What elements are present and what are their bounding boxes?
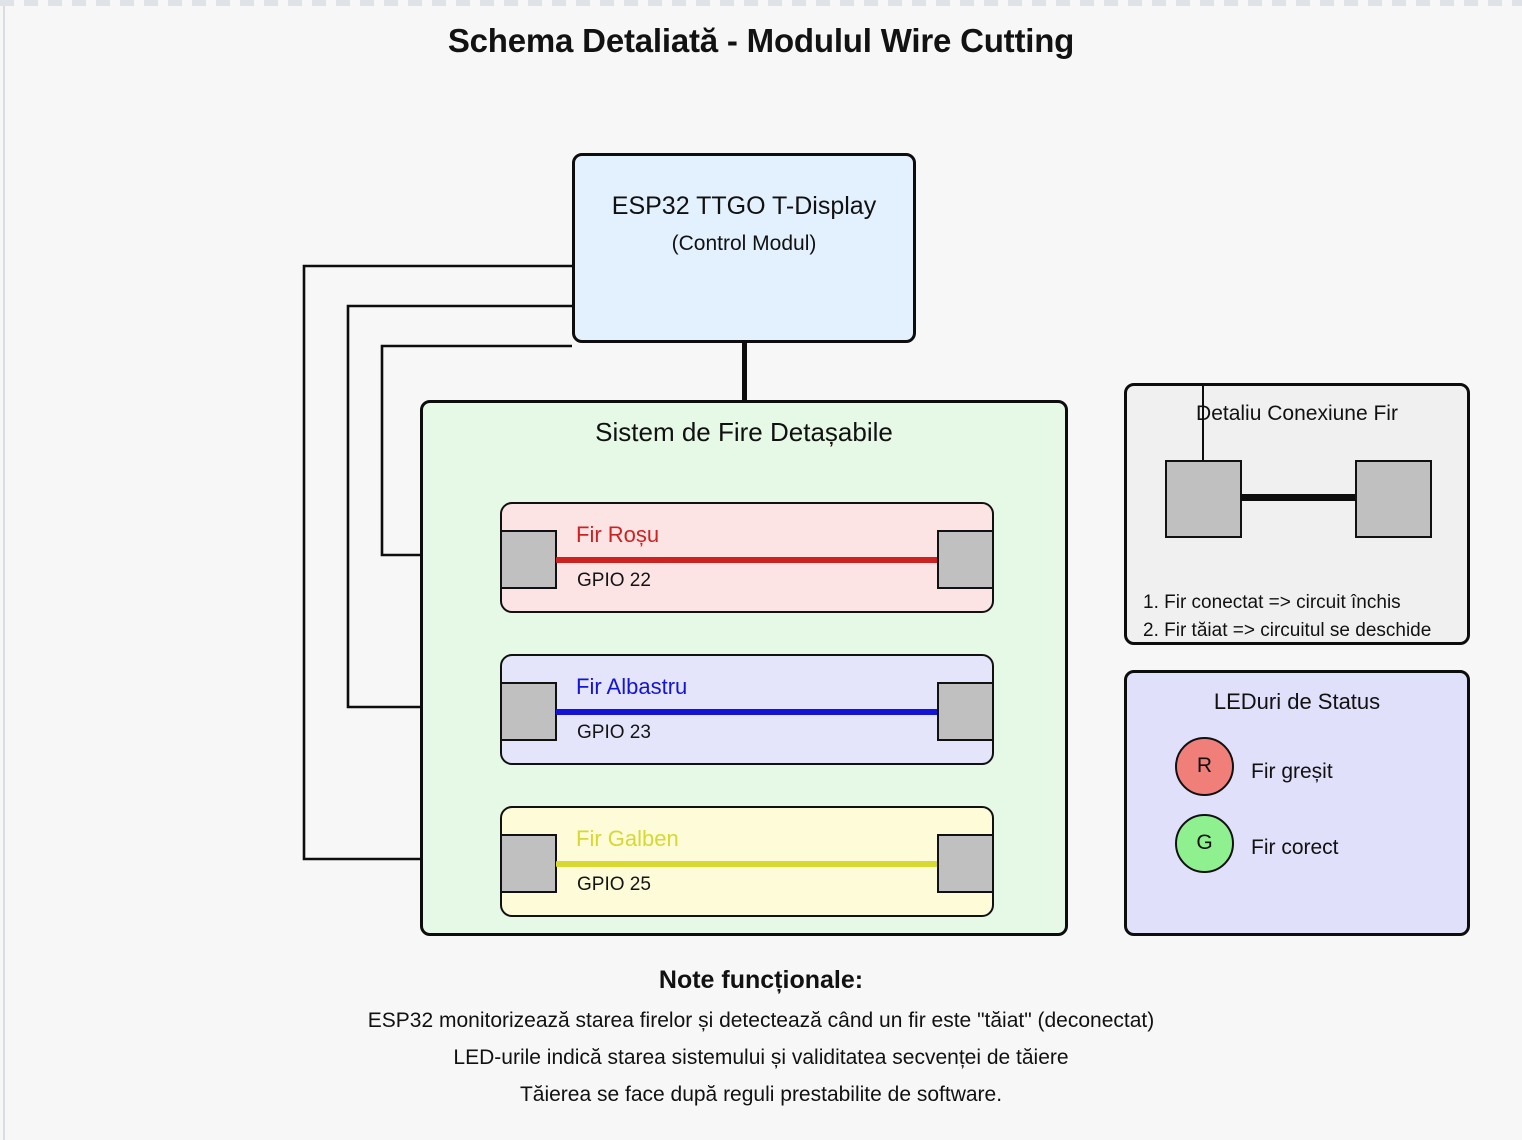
connector-right-yellow[interactable] (937, 834, 994, 893)
connector-left-red[interactable] (500, 530, 557, 589)
wire-row-red[interactable]: Fir Roșu GPIO 22 (500, 502, 994, 613)
wire-row-blue[interactable]: Fir Albastru GPIO 23 (500, 654, 994, 765)
detail-note-2: 2. Fir tăiat => circuitul se deschide (1143, 620, 1432, 641)
notes-heading: Note funcționale: (658, 966, 864, 994)
connector-right-blue[interactable] (937, 682, 994, 741)
led-red-indicator[interactable]: R (1175, 737, 1234, 796)
status-leds-panel[interactable]: LEDuri de Status R Fir greșit G Fir core… (1124, 670, 1470, 936)
canvas-top-dashed-edge (0, 0, 1522, 6)
wire-gpio-red: GPIO 22 (577, 570, 651, 591)
esp32-to-wiresystem-connector (742, 343, 747, 403)
led-red-label: Fir greșit (1251, 760, 1333, 783)
detail-connector-left (1165, 460, 1242, 538)
connector-left-blue[interactable] (500, 682, 557, 741)
detail-panel-title: Detaliu Conexiune Fir (1196, 402, 1398, 425)
notes-line-3: Tăierea se face după reguli prestabilite… (519, 1083, 1003, 1106)
esp32-title: ESP32 TTGO T-Display (611, 192, 877, 220)
led-green-label: Fir corect (1251, 836, 1339, 859)
wire-connection-detail-panel[interactable]: Detaliu Conexiune Fir 1. Fir conectat =>… (1124, 383, 1470, 645)
notes-line-1: ESP32 monitorizează starea firelor și de… (367, 1009, 1155, 1032)
detail-stub-line (1202, 385, 1204, 461)
wire-label-red: Fir Roșu (576, 522, 660, 547)
esp32-controller-node[interactable]: ESP32 TTGO T-Display (Control Modul) (572, 153, 916, 343)
canvas-left-rule (3, 6, 5, 1140)
connector-right-red[interactable] (937, 530, 994, 589)
functional-notes: Note funcționale: ESP32 monitorizează st… (0, 966, 1522, 1120)
wire-row-yellow[interactable]: Fir Galben GPIO 25 (500, 806, 994, 917)
esp32-subtitle: (Control Modul) (671, 232, 817, 255)
wire-gpio-blue: GPIO 23 (577, 722, 651, 743)
wire-system-title: Sistem de Fire Detașabile (595, 417, 893, 447)
wire-system-node[interactable]: Sistem de Fire Detașabile Fir Roșu GPIO … (420, 400, 1068, 936)
led-panel-title: LEDuri de Status (1213, 689, 1381, 714)
wire-label-blue: Fir Albastru (576, 674, 688, 699)
wire-label-yellow: Fir Galben (576, 826, 679, 851)
wire-line-red (556, 557, 938, 563)
led-green-indicator[interactable]: G (1175, 814, 1234, 873)
page-title: Schema Detaliată - Modulul Wire Cutting (447, 22, 1075, 59)
wire-line-blue (556, 709, 938, 715)
detail-note-1: 1. Fir conectat => circuit închis (1143, 592, 1401, 613)
wire-line-yellow (556, 861, 938, 867)
detail-connector-right (1355, 460, 1432, 538)
wire-gpio-yellow: GPIO 25 (577, 874, 651, 895)
connector-left-yellow[interactable] (500, 834, 557, 893)
detail-wire-link (1241, 494, 1357, 501)
notes-line-2: LED-urile indică starea sistemului și va… (453, 1046, 1069, 1069)
